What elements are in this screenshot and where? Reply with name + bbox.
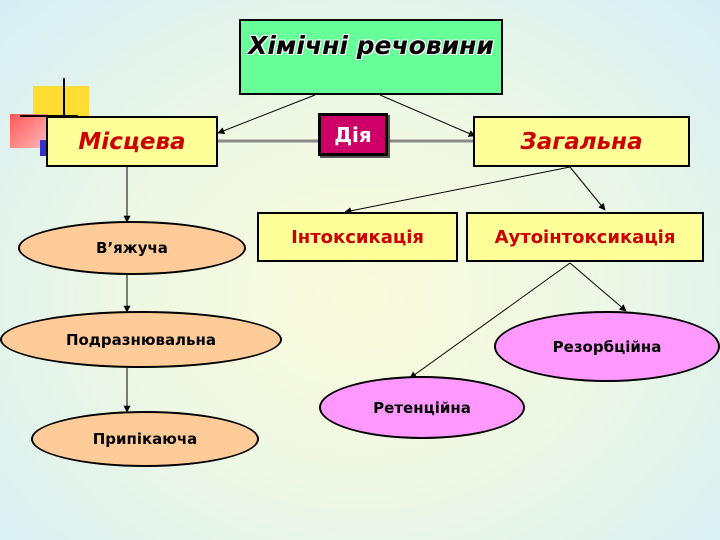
- intoxication-text: Інтоксикація: [291, 226, 424, 248]
- local-box: Місцева: [46, 116, 218, 167]
- connector-general-intox: [344, 166, 571, 215]
- connector-autointox-resorptive: [569, 262, 627, 312]
- intoxication-box: Інтоксикація: [257, 212, 458, 262]
- resorptive-ellipse: Резорбційна: [494, 311, 720, 382]
- binding-ellipse: В’яжуча: [18, 221, 246, 275]
- connector-autointox-retention: [409, 262, 571, 379]
- general-text: Загальна: [520, 128, 643, 155]
- irritant-text: Подразнювальна: [65, 330, 217, 349]
- action-box: Дія: [318, 113, 388, 156]
- resorptive-text: Резорбційна: [552, 337, 662, 356]
- retention-text: Ретенційна: [373, 398, 471, 417]
- connector-general-autointox: [569, 166, 606, 211]
- autointoxication-text: Аутоінтоксикація: [494, 226, 676, 248]
- connector-title-general: [379, 94, 476, 137]
- general-box: Загальна: [473, 116, 690, 167]
- retention-ellipse: Ретенційна: [319, 376, 525, 439]
- caustic-ellipse: Припікаюча: [31, 411, 259, 467]
- irritant-ellipse: Подразнювальна: [0, 311, 282, 368]
- caustic-text: Припікаюча: [92, 430, 198, 448]
- binding-text: В’яжуча: [96, 239, 168, 257]
- autointoxication-box: Аутоінтоксикація: [466, 212, 704, 262]
- connector-title-local: [217, 94, 316, 134]
- local-text: Місцева: [78, 128, 186, 155]
- action-text: Дія: [334, 122, 372, 147]
- title-text: Хімічні речовини: [248, 31, 494, 60]
- title-box: Хімічні речовини: [239, 19, 503, 95]
